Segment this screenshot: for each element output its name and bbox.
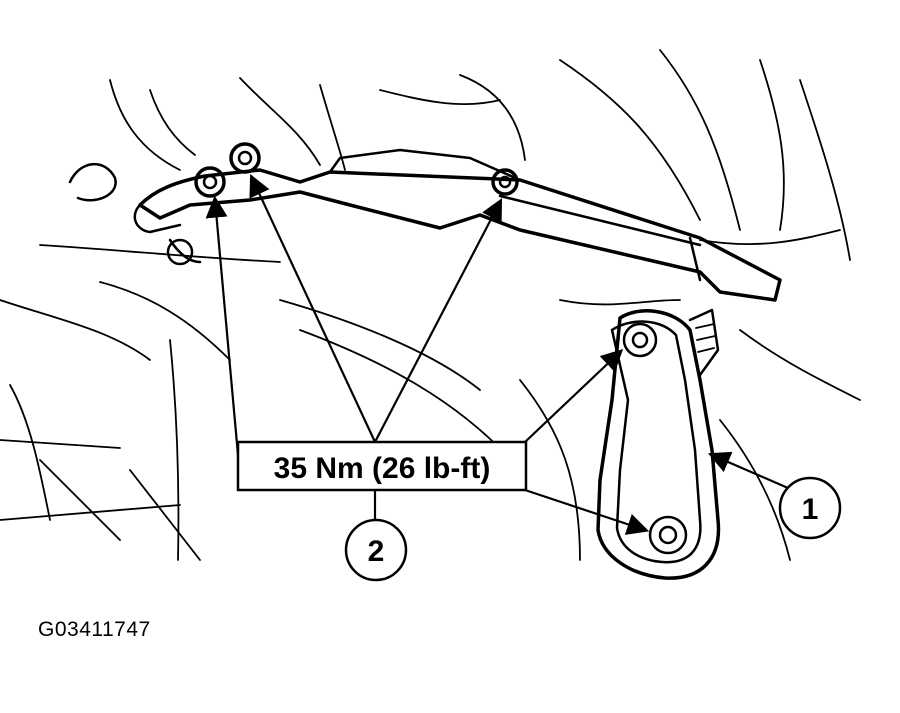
leader-to-bolt-e — [524, 488, 650, 535]
lower-link-arm — [596, 308, 721, 580]
callout-1-number: 1 — [802, 493, 819, 526]
leader-to-bolt-d — [524, 348, 624, 443]
upper-bracket — [68, 148, 782, 302]
leader-to-bolt-a — [205, 195, 240, 456]
figure-id: G03411747 — [38, 618, 151, 641]
torque-spec-box: 35 Nm (26 lb-ft) — [236, 440, 528, 492]
upper-bolts — [194, 142, 519, 198]
torque-leader-lines — [205, 174, 789, 535]
callout-1: 1 — [778, 476, 842, 540]
callout-2: 2 — [344, 518, 408, 582]
leader-to-bolt-c — [374, 198, 503, 443]
leader-to-link-arm — [707, 451, 789, 490]
torque-spec-label: 35 Nm (26 lb-ft) — [274, 452, 491, 485]
background-engine-contours — [0, 49, 861, 561]
callout-2-number: 2 — [368, 535, 385, 568]
leader-to-bolt-b — [249, 174, 376, 443]
